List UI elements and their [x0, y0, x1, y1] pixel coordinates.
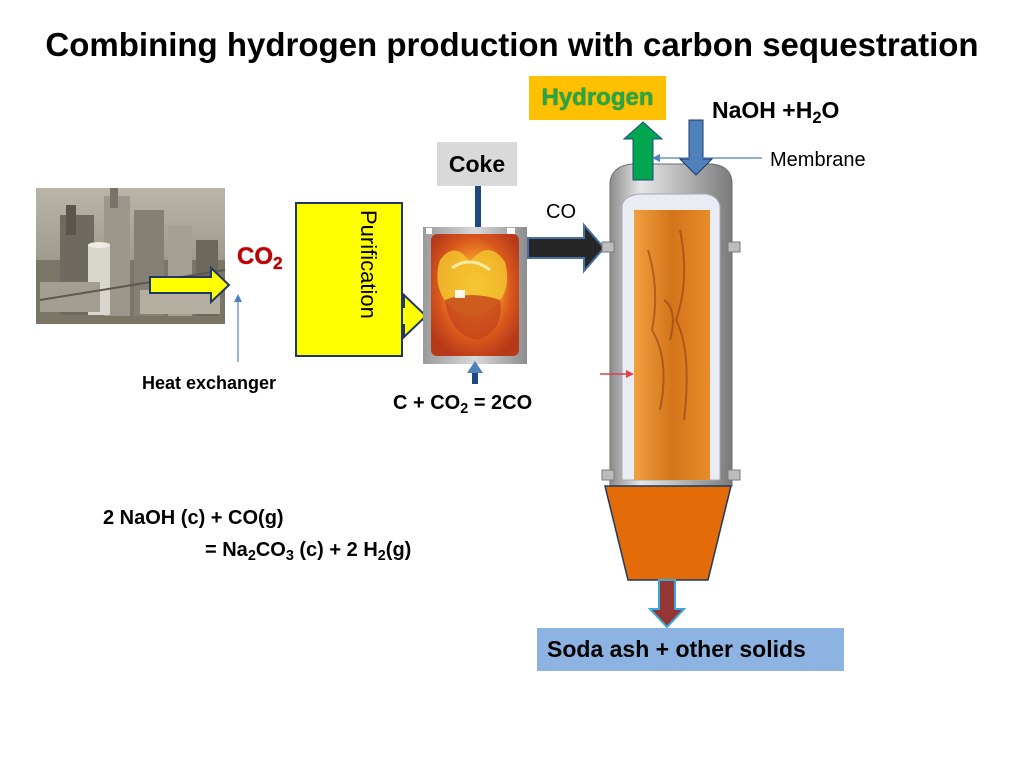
eq-l2-sub1: 2	[247, 548, 256, 565]
soda-ash-outlet-arrow	[647, 579, 687, 629]
page-title: Combining hydrogen production with carbo…	[45, 26, 979, 63]
heat-exchanger-label: Heat exchanger	[142, 373, 277, 393]
naoh-h2o-prefix: NaOH +H	[712, 97, 813, 123]
burning-coke-photo	[423, 227, 527, 364]
boudouard-part1: C + CO	[393, 392, 461, 414]
main-equation-line1: 2 NaOH (c) + CO(g)	[103, 507, 284, 529]
eq-l2-d: (g)	[385, 539, 412, 561]
boudouard-equation: C + CO2 = 2CO	[393, 392, 533, 418]
hopper	[604, 485, 732, 581]
purification-label: Purification	[356, 210, 381, 319]
gasifier-bottom-arrow	[467, 361, 483, 384]
eq-l2-sub2: 3	[285, 548, 294, 565]
coke-feed-line	[475, 186, 481, 228]
purification-box: Purification	[295, 202, 403, 357]
co2-label: CO2	[237, 243, 283, 273]
boudouard-part2: = 2CO	[468, 392, 533, 414]
hydrogen-label: Hydrogen	[541, 84, 654, 111]
co-arrow	[527, 222, 606, 274]
heat-exchanger-pointer	[234, 294, 242, 362]
flue-gas-arrow	[149, 265, 231, 305]
naoh-h2o-label: NaOH +H2O	[712, 97, 840, 127]
membrane-label: Membrane	[770, 149, 866, 171]
co-label: CO	[546, 201, 576, 223]
boudouard-sub1: 2	[460, 401, 469, 418]
eq-l2-b: CO	[255, 539, 286, 561]
eq-l2-c: (c) + 2 H	[293, 539, 378, 561]
industrial-plant-photo	[36, 188, 226, 324]
eq-l2-sub3: 2	[377, 548, 386, 565]
hydrogen-out-arrow	[622, 121, 664, 181]
reactor-vessel	[601, 163, 741, 487]
membrane-pointer	[652, 154, 762, 162]
coke-box: Coke	[437, 142, 517, 186]
hydrogen-box: Hydrogen	[529, 76, 666, 120]
naoh-h2o-sub: 2	[812, 107, 822, 127]
co2-main: CO	[237, 243, 273, 270]
soda-ash-box: Soda ash + other solids	[537, 628, 844, 671]
naoh-in-arrow	[678, 119, 714, 176]
main-equation-line2: = Na2CO3 (c) + 2 H2(g)	[205, 539, 412, 565]
naoh-h2o-suffix: O	[821, 97, 840, 123]
eq-l2-a: = Na	[205, 539, 248, 561]
reactor-inlet-pointer	[600, 370, 634, 378]
co2-sub: 2	[273, 252, 283, 273]
